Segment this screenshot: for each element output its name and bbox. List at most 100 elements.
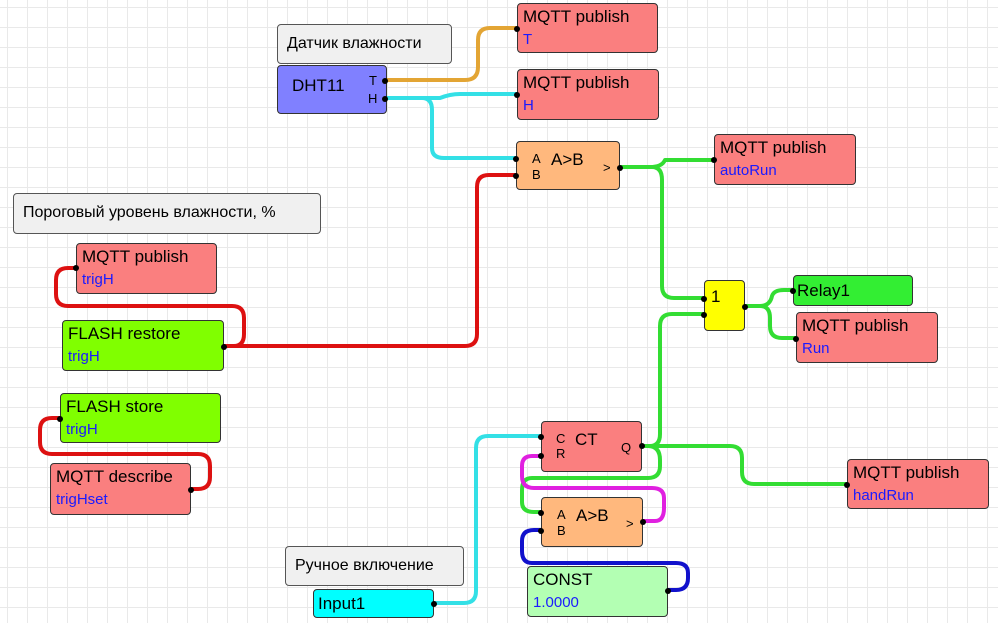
block-title: MQTT describe	[56, 467, 173, 486]
wire-mqtt-describe-to-flash-store[interactable]	[38, 416, 212, 491]
note-text: Ручное включение	[295, 557, 434, 574]
port-q: Q	[621, 440, 632, 455]
wire-or-to-relay[interactable]	[743, 288, 797, 308]
input-dot[interactable]	[514, 26, 520, 32]
block-topic: trigH	[68, 348, 100, 365]
wire-counter-to-mqtt-handrun[interactable]	[640, 444, 851, 486]
mqtt-publish-run-block[interactable]: MQTT publish Run	[793, 312, 938, 363]
mqtt-publish-autorun-block[interactable]: MQTT publish autoRun	[711, 134, 856, 185]
block-title: MQTT publish	[523, 73, 630, 92]
block-topic: trigHset	[56, 491, 108, 508]
wire-flash-restore-to-mqtt-trigh[interactable]	[54, 266, 246, 348]
output-dot[interactable]	[431, 601, 437, 607]
note-text: Датчик влажности	[287, 35, 422, 52]
output-dot[interactable]	[742, 304, 748, 310]
port-c: C	[556, 431, 566, 446]
input-dot[interactable]	[844, 482, 850, 488]
counter-block[interactable]: C R CT Q	[538, 421, 645, 472]
port-b-dot[interactable]	[513, 173, 519, 179]
compare-block-2[interactable]: A B A>B >	[538, 497, 646, 547]
note-threshold: Пороговый уровень влажности, %	[13, 193, 321, 234]
port-out-dot[interactable]	[640, 519, 646, 525]
compare-label: A>B	[576, 506, 609, 525]
block-title: MQTT publish	[802, 316, 909, 335]
input-dot[interactable]	[73, 265, 79, 271]
wire-h-to-mqtt-h[interactable]	[384, 92, 521, 100]
input-2-dot[interactable]	[701, 312, 707, 318]
relay-label: Relay1	[797, 281, 850, 300]
port-t-dot[interactable]	[382, 78, 388, 84]
port-h: H	[368, 91, 378, 106]
wire-counter-to-or[interactable]	[640, 312, 708, 448]
output-dot[interactable]	[665, 588, 671, 594]
block-title: CONST	[533, 570, 593, 589]
block-title: FLASH store	[66, 397, 164, 416]
block-topic: T	[523, 31, 533, 48]
compare-label: A>B	[551, 150, 584, 169]
wire-compare1-to-or[interactable]	[618, 165, 708, 300]
mqtt-describe-block[interactable]: MQTT describe trigHset	[50, 463, 194, 515]
block-topic: trigH	[66, 421, 98, 438]
const-block[interactable]: CONST 1.0000	[527, 566, 671, 617]
port-r: R	[556, 446, 566, 461]
block-title: MQTT publish	[853, 463, 960, 482]
input-dot[interactable]	[57, 416, 63, 422]
input-dot[interactable]	[514, 92, 520, 98]
port-c-dot[interactable]	[538, 434, 544, 440]
block-topic: trigH	[82, 271, 114, 288]
port-t: T	[369, 73, 377, 88]
relay-block[interactable]: Relay1	[790, 275, 913, 306]
note-humidity-sensor: Датчик влажности	[277, 24, 452, 64]
port-a: A	[557, 507, 566, 522]
block-topic: autoRun	[720, 162, 777, 179]
output-dot[interactable]	[221, 344, 227, 350]
port-r-dot[interactable]	[538, 453, 544, 459]
wire-h-to-compare1-a[interactable]	[384, 96, 520, 160]
block-title: FLASH restore	[68, 324, 181, 343]
input-dot[interactable]	[790, 288, 796, 294]
input-dot[interactable]	[711, 157, 717, 163]
input-block[interactable]: Input1	[313, 589, 437, 618]
mqtt-publish-trigh-block[interactable]: MQTT publish trigH	[73, 243, 217, 294]
flash-store-block[interactable]: FLASH store trigH	[57, 393, 221, 443]
wire-or-to-mqtt-run[interactable]	[743, 304, 800, 340]
block-topic: Run	[802, 340, 830, 357]
const-value: 1.0000	[533, 594, 579, 611]
flash-restore-block[interactable]: FLASH restore trigH	[62, 320, 227, 371]
block-topic: H	[523, 97, 534, 114]
input-1-dot[interactable]	[701, 296, 707, 302]
block-title: MQTT publish	[82, 247, 189, 266]
input-dot[interactable]	[793, 336, 799, 342]
wire-const-to-compare2-b[interactable]	[520, 528, 690, 592]
wire-flash-restore-to-compare1-b[interactable]	[222, 173, 520, 348]
mqtt-publish-h-block[interactable]: MQTT publish H	[514, 69, 659, 120]
or-gate-block[interactable]: 1	[701, 280, 748, 331]
port-b-dot[interactable]	[538, 528, 544, 534]
port-out: >	[626, 516, 634, 531]
port-b: B	[557, 523, 566, 538]
port-q-dot[interactable]	[639, 443, 645, 449]
wire-t-to-mqtt-t[interactable]	[384, 26, 521, 82]
input-label: Input1	[318, 594, 366, 613]
dht11-label: DHT11	[292, 76, 345, 95]
port-a-dot[interactable]	[538, 510, 544, 516]
wire-counter-to-compare2-a[interactable]	[520, 444, 662, 514]
port-h-dot[interactable]	[382, 96, 388, 102]
wire-compare2-to-counter-r[interactable]	[520, 454, 666, 523]
block-title: MQTT publish	[523, 7, 630, 26]
port-a: A	[532, 151, 541, 166]
mqtt-publish-t-block[interactable]: MQTT publish T	[514, 3, 658, 53]
note-manual-on: Ручное включение	[285, 546, 464, 586]
dht11-block[interactable]: DHT11 T H	[277, 65, 388, 114]
counter-label: CT	[575, 430, 598, 449]
block-topic: handRun	[853, 487, 914, 504]
mqtt-publish-handrun-block[interactable]: MQTT publish handRun	[844, 459, 989, 509]
wire-input-to-counter-c[interactable]	[430, 434, 545, 605]
port-a-dot[interactable]	[513, 156, 519, 162]
compare-block-1[interactable]: A B A>B >	[513, 141, 623, 190]
port-out-dot[interactable]	[617, 165, 623, 171]
note-text: Пороговый уровень влажности, %	[23, 204, 276, 221]
or-gate-label: 1	[711, 287, 721, 306]
output-dot[interactable]	[188, 487, 194, 493]
